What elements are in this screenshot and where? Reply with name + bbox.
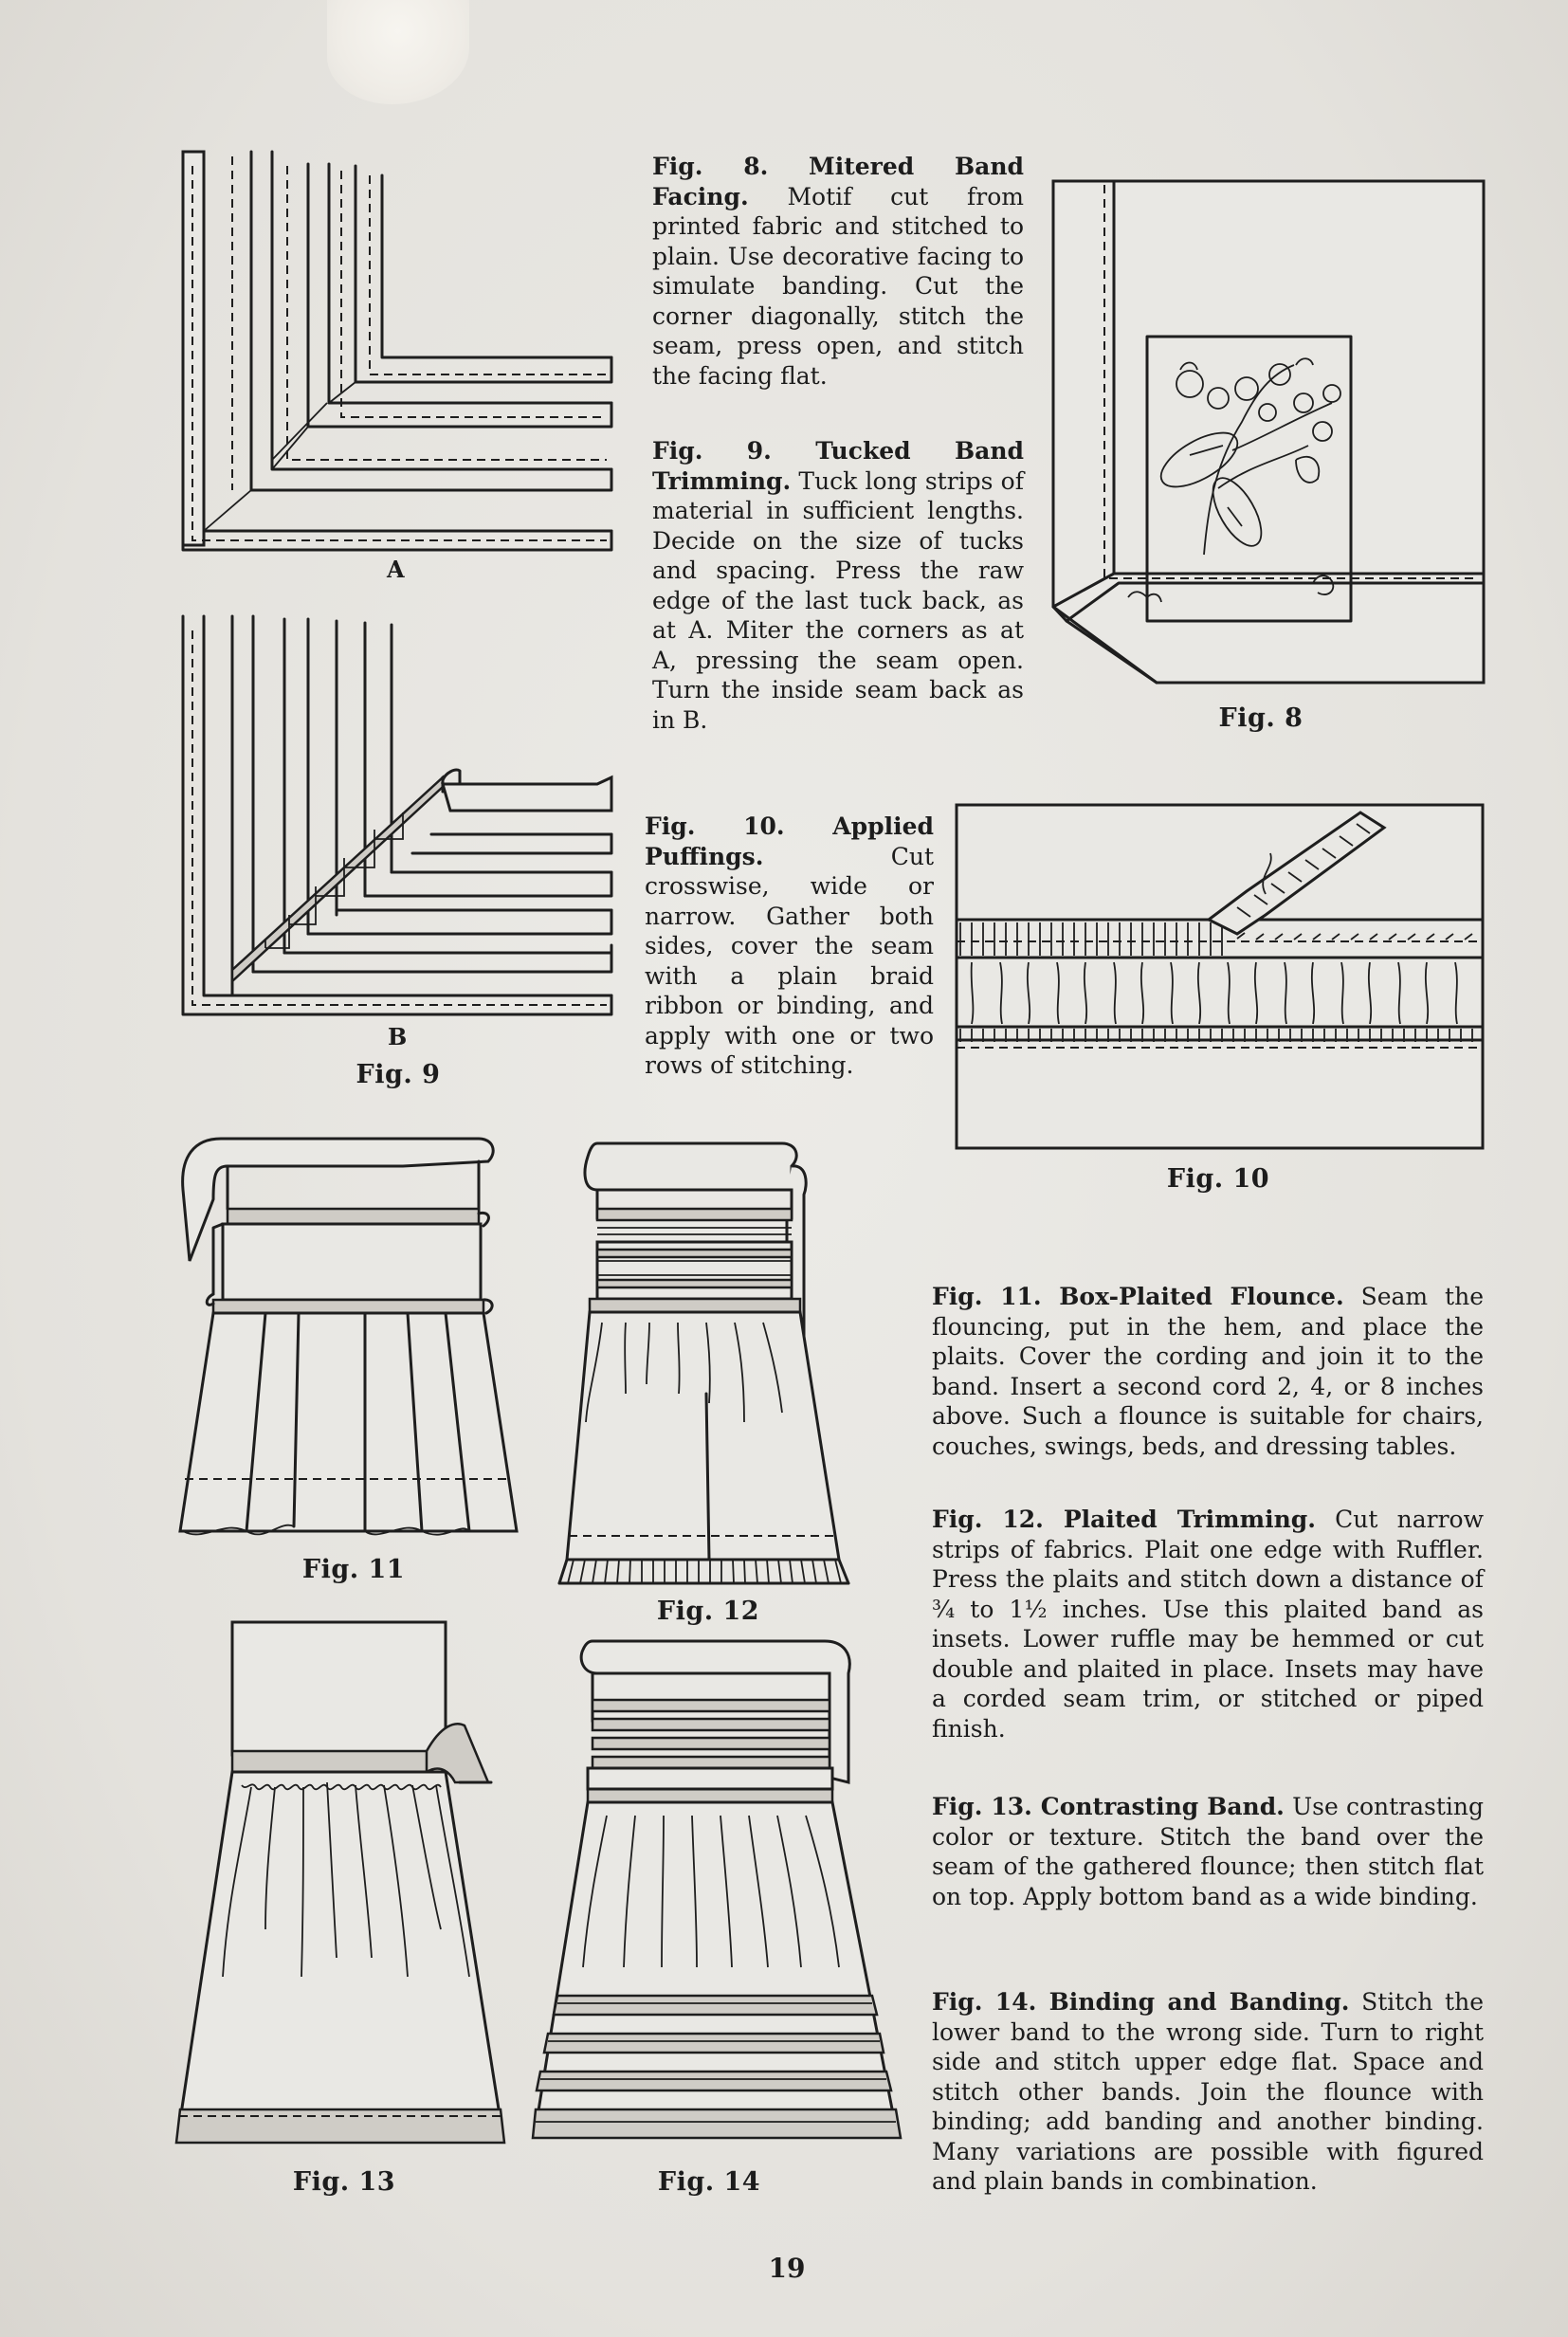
fig14-illustration [531,1635,905,2162]
text-fig13: Fig. 13. Contrasting Band. Use contrasti… [932,1792,1484,1911]
fig9b-illustration [175,612,621,1029]
fig10-illustration [953,801,1488,1152]
text-fig9: Fig. 9. Tucked Band Trimming. Tuck long … [652,436,1024,735]
body-fig10: Cut crosswise, wide or narrow. Gather bo… [645,843,934,1080]
caption-fig8: Fig. 8 [1209,703,1313,733]
heading-fig14: Fig. 14. Binding and Banding. [932,1988,1350,2016]
body-fig9: Tuck long strips of material in sufficie… [652,467,1024,734]
caption-fig11: Fig. 11 [301,1555,406,1584]
body-fig8: Motif cut from printed fabric and stitch… [652,183,1024,390]
fig8-illustration [1048,175,1493,687]
fig12-illustration [559,1138,863,1593]
heading-fig11: Fig. 11. Box-Plaited Flounce. [932,1283,1344,1310]
caption-fig12: Fig. 12 [656,1597,760,1626]
caption-fig10: Fig. 10 [1161,1164,1275,1194]
text-fig14: Fig. 14. Binding and Banding. Stitch the… [932,1987,1484,2197]
text-fig11: Fig. 11. Box-Plaited Flounce. Seam the f… [932,1282,1484,1461]
label-a: A [387,556,405,583]
caption-fig13: Fig. 13 [292,2167,396,2197]
caption-fig14: Fig. 14 [657,2167,761,2197]
fig11-illustration [175,1133,526,1541]
heading-fig13: Fig. 13. Contrasting Band. [932,1793,1285,1820]
text-fig10: Fig. 10. Applied Puffings. Cut crosswise… [645,812,934,1081]
text-fig8: Fig. 8. Mitered Band Facing. Motif cut f… [652,152,1024,391]
text-fig12: Fig. 12. Plaited Trimming. Cut narrow st… [932,1505,1484,1744]
caption-fig9: Fig. 9 [351,1060,446,1089]
label-b: B [388,1023,407,1050]
fig13-illustration [171,1616,521,2162]
body-fig12: Cut narrow strips of fabrics. Plait one … [932,1506,1484,1743]
heading-fig12: Fig. 12. Plaited Trimming. [932,1506,1316,1533]
fig9a-illustration [175,147,621,559]
body-fig14: Stitch the lower band to the wrong side.… [932,1988,1484,2195]
page-number: 19 [758,2253,815,2284]
torn-paper-mark [327,0,469,104]
